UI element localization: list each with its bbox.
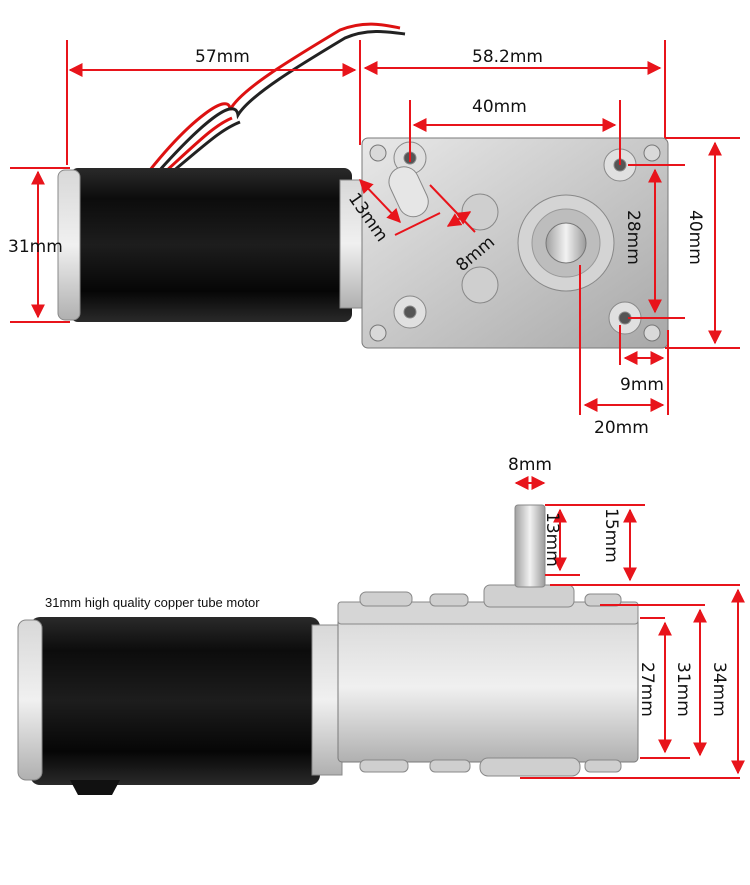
output-hub-side: [483, 584, 575, 608]
label-shaft-15: 15mm: [601, 508, 621, 563]
label-hole-span-28: 28mm: [623, 210, 643, 265]
output-shaft-top: [545, 222, 587, 264]
side-dimension-lines: [514, 476, 745, 779]
motor-flange-side: [311, 624, 343, 776]
label-shaft-diameter: 8mm: [508, 455, 552, 475]
label-hole-span-40: 40mm: [472, 97, 527, 117]
label-gearbox-height: 40mm: [685, 210, 705, 265]
motor-wires: [148, 22, 406, 174]
label-total-34: 34mm: [709, 662, 729, 717]
motor-endcap-side: [17, 619, 43, 781]
output-shaft-side: [514, 504, 546, 588]
lid-bosses: [359, 591, 622, 777]
corner-screws: [369, 144, 661, 342]
label-flat-13: 13mm: [542, 512, 562, 567]
label-gearbox-length: 58.2mm: [472, 47, 543, 67]
top-dimension-lines: [10, 40, 740, 415]
label-body-27: 27mm: [637, 662, 657, 717]
caption-text: 31mm high quality copper tube motor: [45, 595, 260, 610]
side-view-photo: [17, 504, 639, 795]
gearbox-body-side: [337, 611, 639, 763]
top-view-photo: [57, 22, 669, 349]
motor-endcap-top: [57, 169, 81, 321]
label-motor-diameter: 31mm: [8, 237, 63, 257]
label-edge-9: 9mm: [620, 375, 664, 395]
label-shaft-20: 20mm: [594, 418, 649, 438]
motor-body-side: [30, 617, 320, 785]
gearbox-plate-top: [361, 137, 669, 349]
label-body-31: 31mm: [673, 662, 693, 717]
motor-body-top: [70, 168, 352, 322]
motor-foot-side: [70, 780, 120, 795]
label-motor-length: 57mm: [195, 47, 250, 67]
